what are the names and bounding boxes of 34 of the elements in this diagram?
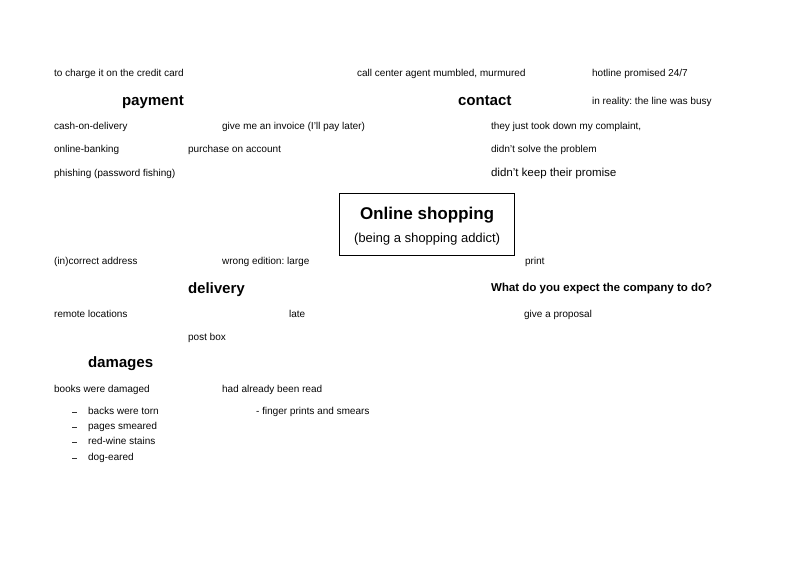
note-text: didn’t solve the problem	[491, 144, 597, 156]
note-text: - finger prints and smears	[256, 406, 370, 418]
note-text: wrong edition: large	[222, 256, 310, 268]
topic-box	[339, 193, 515, 256]
list-item-text: dog-eared	[88, 452, 134, 464]
category-heading: damages	[88, 354, 154, 372]
list-item-text: red-wine stains	[88, 436, 156, 448]
category-heading: payment	[122, 92, 184, 110]
topic-subtitle: (being a shopping addict)	[354, 230, 500, 246]
note-text: they just took down my complaint,	[491, 121, 642, 133]
note-text: print	[525, 256, 544, 268]
note-text: phishing (password fishing)	[54, 168, 176, 180]
note-text: remote locations	[54, 309, 128, 321]
note-text: cash-on-delivery	[54, 121, 128, 133]
category-heading: delivery	[188, 280, 245, 298]
note-text: didn’t keep their promise	[491, 167, 616, 181]
note-text: post box	[188, 332, 226, 344]
note-text: in reality: the line was busy	[592, 96, 712, 108]
note-text: to charge it on the credit card	[54, 68, 184, 80]
note-text: call center agent mumbled, murmured	[357, 68, 526, 80]
note-text: (in)correct address	[54, 256, 138, 268]
note-text: books were damaged	[54, 384, 150, 396]
note-text: late	[289, 309, 306, 321]
note-text: had already been read	[222, 384, 322, 396]
note-text: give me an invoice (I’ll pay later)	[222, 121, 365, 133]
note-text: hotline promised 24/7	[592, 68, 688, 80]
topic-title: Online shopping	[360, 202, 494, 224]
list-item-text: backs were torn	[88, 406, 159, 418]
note-text: purchase on account	[188, 144, 281, 156]
question-heading: What do you expect the company to do?	[491, 282, 712, 296]
note-text: give a proposal	[524, 309, 592, 321]
list-item-text: pages smeared	[88, 421, 157, 433]
note-text: online-banking	[54, 144, 120, 156]
category-heading: contact	[458, 92, 512, 110]
